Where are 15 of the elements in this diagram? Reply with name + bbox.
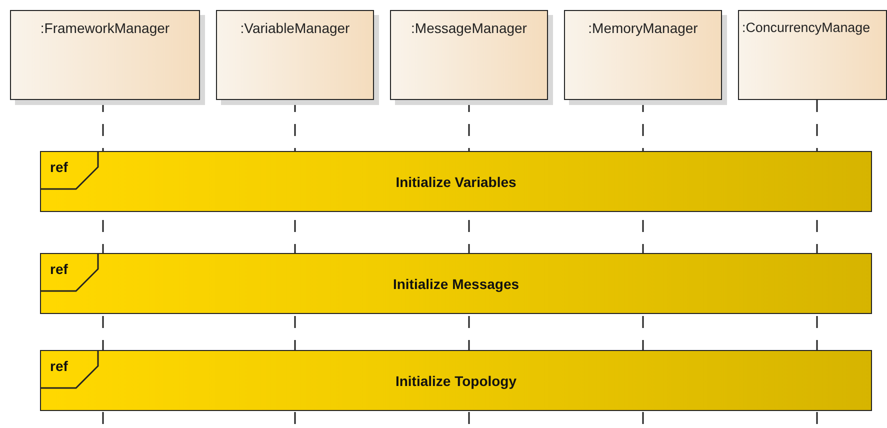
frame-title: Initialize Topology bbox=[395, 373, 517, 389]
ref-frame bbox=[40, 253, 872, 314]
lifeline-header bbox=[738, 10, 887, 100]
ref-frame bbox=[40, 350, 872, 411]
ref-keyword: ref bbox=[50, 159, 68, 175]
lifeline-name: :ConcurrencyManage bbox=[742, 20, 872, 35]
frame-title: Initialize Variables bbox=[396, 174, 516, 190]
lifeline-name: :VariableManager bbox=[239, 20, 351, 36]
frame-title: Initialize Messages bbox=[392, 276, 520, 292]
ref-keyword: ref bbox=[50, 358, 68, 374]
ref-frame bbox=[40, 151, 872, 212]
ref-keyword: ref bbox=[50, 261, 68, 277]
lifeline-name: :MessageManager bbox=[410, 20, 528, 36]
lifeline-name: :FrameworkManager bbox=[39, 20, 171, 36]
lifeline-name: :MemoryManager bbox=[587, 20, 699, 36]
